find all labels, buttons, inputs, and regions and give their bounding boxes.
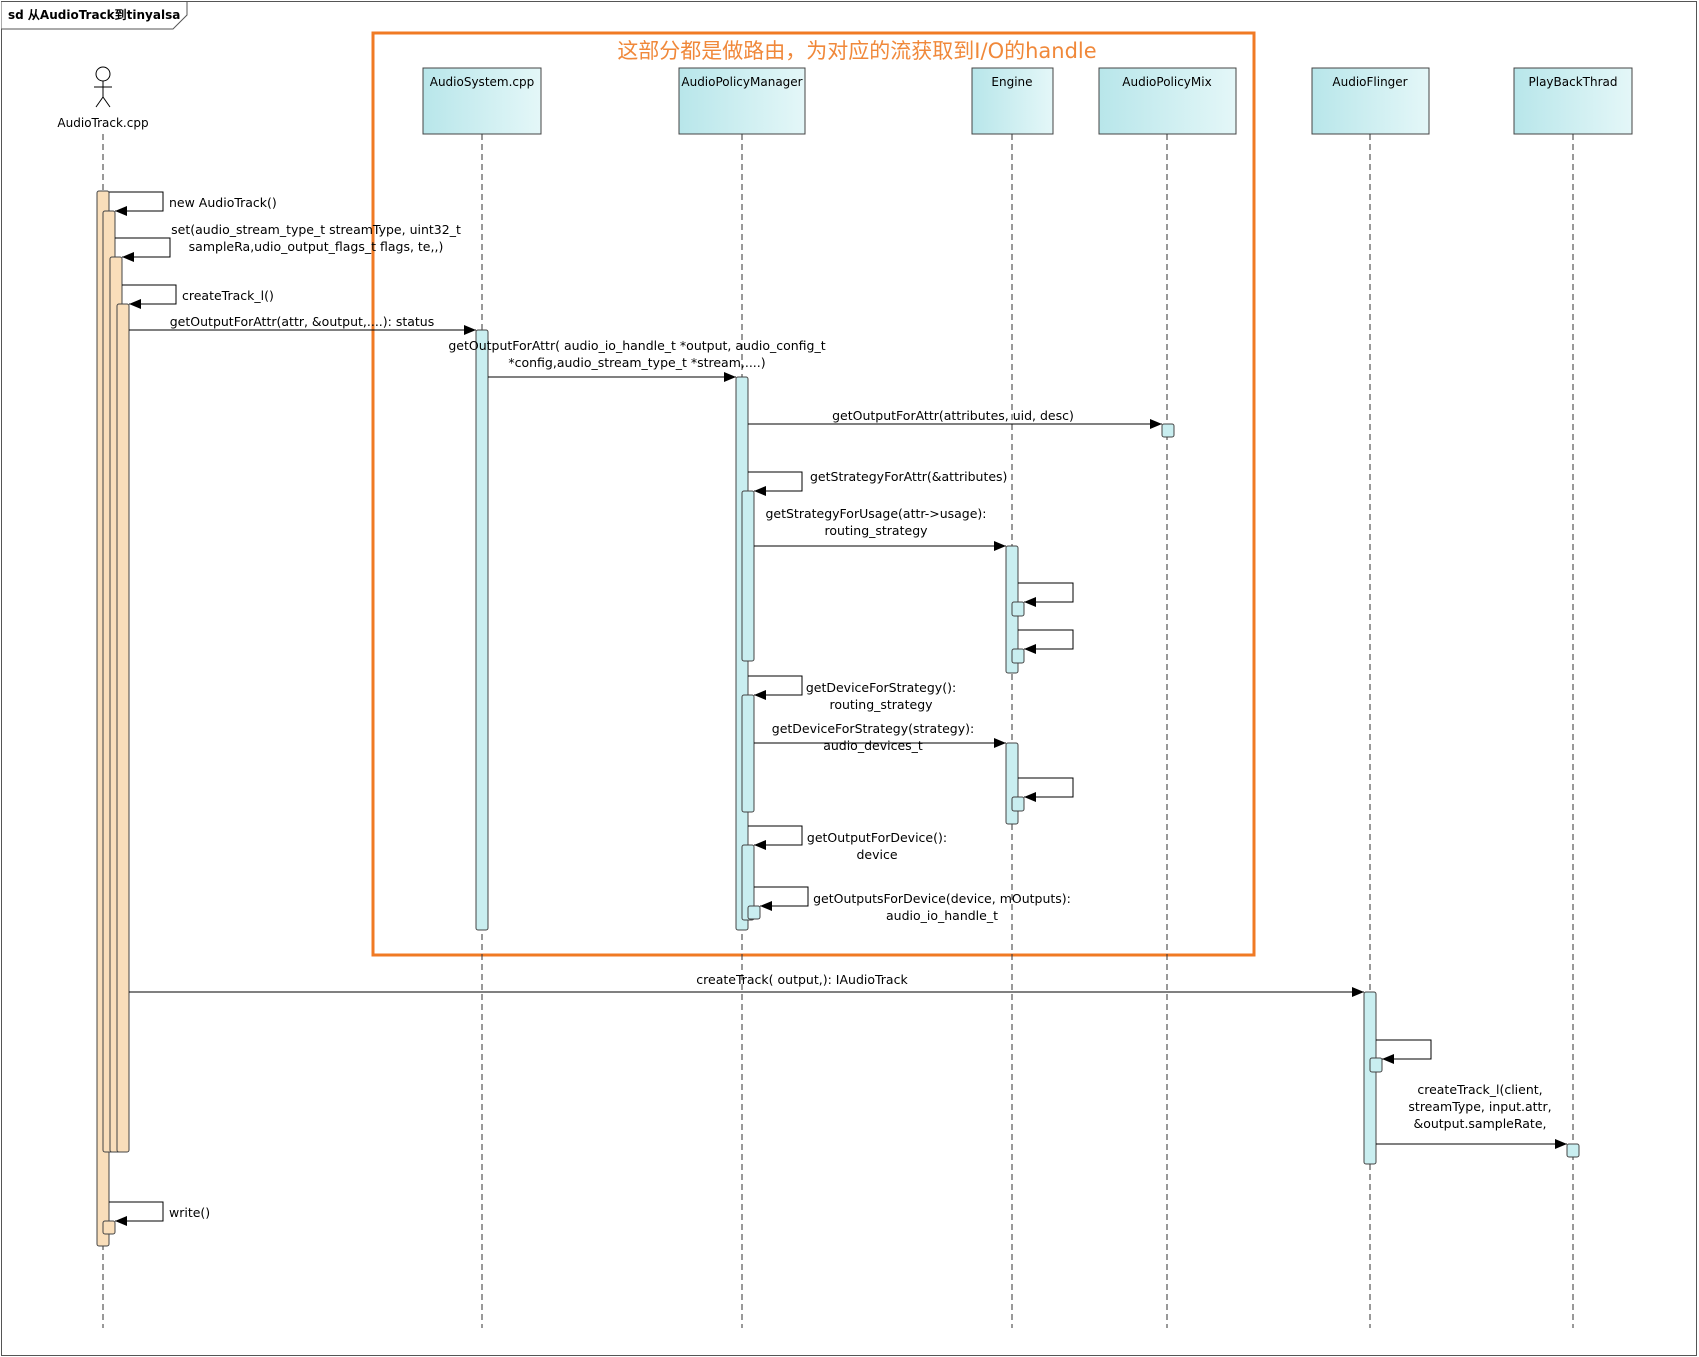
participant-name: AudioFlinger: [1332, 75, 1407, 89]
activation-flinger-self: [1369, 1057, 1383, 1073]
arrow-new-audiotrack: [109, 191, 164, 216]
message-arrows: [109, 191, 1567, 1226]
label-get-outputs-for-device-line1: getOutputsForDevice(device, mOutputs):: [813, 891, 1071, 906]
participant-name: AudioSystem.cpp: [430, 75, 535, 89]
participant-audiotrack: AudioTrack.cpp: [57, 66, 149, 130]
arrow-engine-self-2: [1018, 629, 1074, 654]
label-get-output-for-attr-1: getOutputForAttr(attr, &output,....): st…: [170, 314, 435, 329]
label-get-outputs-for-device-line2: audio_io_handle_t: [886, 908, 998, 923]
activation-engine-self-2: [1011, 648, 1025, 664]
activation-apm-2: [741, 490, 755, 662]
lifeline-box: [1098, 67, 1237, 135]
arrow-get-output-for-device: [748, 825, 803, 850]
label-create-track: createTrack( output,): IAudioTrack: [696, 972, 908, 987]
arrow-get-strategy-for-attr: [748, 471, 803, 496]
lifeline-box: [971, 67, 1054, 135]
activation-engine-2: [1005, 742, 1019, 825]
label-create-track-l-flinger-line3: &output.sampleRate,: [1413, 1116, 1546, 1131]
label-get-device-for-strategy-engine-line2: audio_devices_t: [823, 738, 923, 753]
label-create-track-l: createTrack_l(): [182, 288, 274, 303]
label-create-track-l-flinger-line1: createTrack_l(client,: [1417, 1082, 1542, 1097]
arrow-engine-self-1: [1018, 582, 1074, 607]
label-get-strategy-for-usage-line1: getStrategyForUsage(attr->usage):: [765, 506, 986, 521]
activation-playback: [1566, 1143, 1580, 1158]
participant-name: AudioPolicyMix: [1122, 75, 1211, 89]
participant-name: PlayBackThrad: [1529, 75, 1618, 89]
activation-apm-3: [741, 694, 755, 813]
activation-engine-self-1: [1011, 601, 1025, 617]
arrow-engine-self-3: [1018, 777, 1074, 802]
participant-apm: AudioPolicyManager: [678, 67, 806, 135]
label-get-output-for-attr-3: getOutputForAttr(attributes, uid, desc): [832, 408, 1074, 423]
participant-name: Engine: [991, 75, 1032, 89]
label-set-line1: set(audio_stream_type_t streamType, uint…: [171, 222, 461, 237]
participant-audiosystem: AudioSystem.cpp: [422, 67, 542, 135]
label-get-strategy-for-attr: getStrategyForAttr(&attributes): [810, 469, 1007, 484]
label-get-output-for-device-line2: device: [856, 847, 897, 862]
arrow-flinger-self: [1376, 1039, 1432, 1064]
lifeline-box: [678, 67, 806, 135]
activation-apm-4: [741, 844, 755, 921]
frame-title: sd 从AudioTrack到tinyalsa: [8, 7, 180, 22]
lifeline-box: [1513, 67, 1633, 135]
routing-region: [371, 31, 1256, 957]
activation-audiotrack-4: [116, 303, 130, 1153]
participant-playback: PlayBackThrad: [1513, 67, 1633, 135]
activation-audiosystem: [475, 329, 489, 931]
arrow-set: [115, 237, 171, 262]
arrow-write: [109, 1201, 164, 1226]
label-set-line2: sampleRa,udio_output_flags_t flags, te,,…: [189, 239, 444, 254]
arrow-get-device-for-strategy: [748, 675, 803, 700]
activations: [96, 190, 1580, 1247]
label-new-audiotrack: new AudioTrack(): [169, 195, 277, 210]
label-get-output-for-device-line1: getOutputForDevice():: [807, 830, 947, 845]
label-get-device-for-strategy-line2: routing_strategy: [829, 697, 933, 712]
activation-apm-5: [747, 905, 761, 920]
label-create-track-l-flinger-line2: streamType, input.attr,: [1408, 1099, 1551, 1114]
label-write: write(): [169, 1205, 210, 1220]
participant-flinger: AudioFlinger: [1311, 67, 1430, 135]
actor-icon: [95, 66, 111, 82]
label-get-output-for-attr-2-line1: getOutputForAttr( audio_io_handle_t *out…: [448, 338, 825, 353]
activation-engine-self-3: [1011, 796, 1025, 812]
participant-name: AudioPolicyManager: [681, 75, 802, 89]
label-get-output-for-attr-2-line2: *config,audio_stream_type_t *stream,....…: [508, 355, 765, 370]
frame-title-tab: [1, 1, 188, 30]
routing-region-title: 这部分都是做路由，为对应的流获取到I/O的handle: [617, 39, 1096, 63]
label-get-device-for-strategy-engine-line1: getDeviceForStrategy(strategy):: [772, 721, 974, 736]
activation-apmix: [1161, 423, 1175, 438]
participant-name: AudioTrack.cpp: [57, 116, 148, 130]
arrow-create-track-l: [122, 284, 177, 309]
activation-flinger: [1363, 991, 1377, 1165]
label-get-device-for-strategy-line1: getDeviceForStrategy():: [806, 680, 956, 695]
message-labels: new AudioTrack() set(audio_stream_type_t…: [169, 195, 1552, 1220]
participant-apmix: AudioPolicyMix: [1098, 67, 1237, 135]
participant-engine: Engine: [971, 67, 1054, 135]
arrow-get-outputs-for-device: [754, 886, 809, 911]
label-get-strategy-for-usage-line2: routing_strategy: [824, 523, 928, 538]
activation-audiotrack-write: [102, 1220, 116, 1235]
lifeline-box: [1311, 67, 1430, 135]
